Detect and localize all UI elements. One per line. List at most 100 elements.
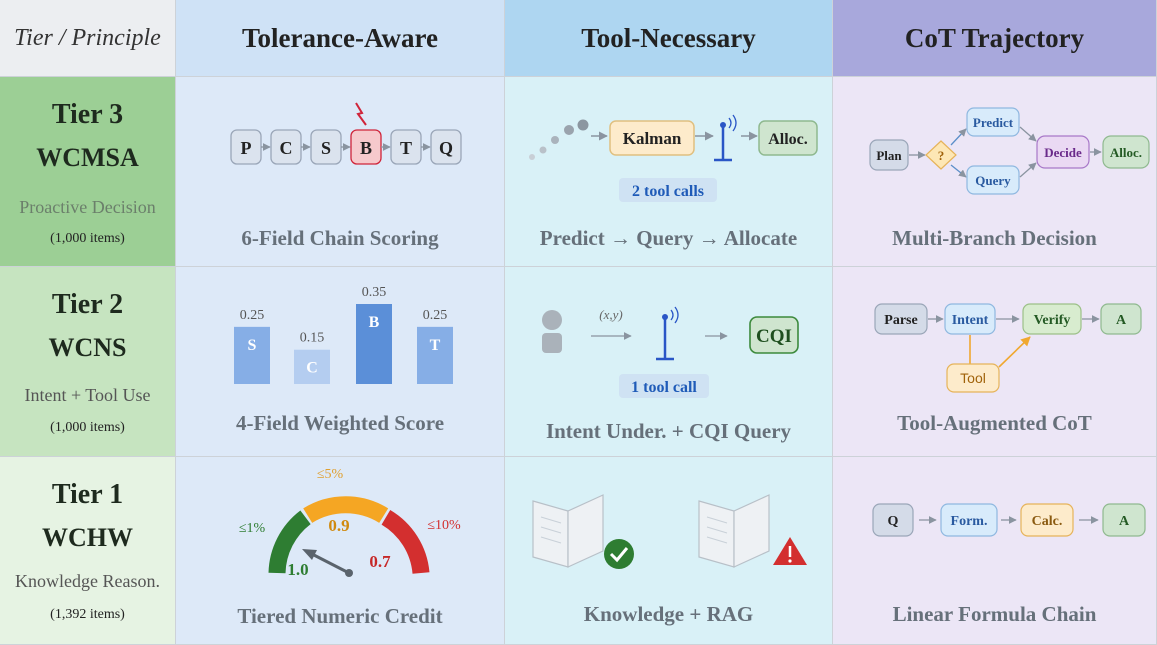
svg-text:Query: Query <box>975 173 1011 188</box>
tier2-label-cell: Tier 2 WCNS Intent + Tool Use (1,000 ite… <box>0 267 176 457</box>
linear-formula-diagram: Q Form. Calc. A <box>872 503 1146 537</box>
svg-text:A: A <box>1116 313 1127 328</box>
tiered-credit-gauge: ≤1% ≤5% ≤10% 1.0 0.9 0.7 <box>239 467 461 579</box>
weight-bar <box>356 304 392 384</box>
tool-augmented-cot-diagram: Parse Intent Verify A Tool <box>874 303 1142 393</box>
warning-triangle-icon <box>773 537 807 565</box>
tier2-tool-cell: (x,y) CQI 1 tool call Intent Under. + CQ… <box>505 267 833 457</box>
svg-text:Calc.: Calc. <box>1032 514 1063 529</box>
gauge-arcs <box>268 496 430 575</box>
tool-calls-badge <box>619 374 709 398</box>
band-tol-1: ≤1% <box>239 521 266 536</box>
weight-field-label: C <box>306 360 318 377</box>
tier2-cot-caption: Tool-Augmented CoT <box>897 411 1092 435</box>
tier3-cot-cell: Plan ? Predict Query Decide Alloc. Multi… <box>833 77 1157 267</box>
tier3-tolerance-caption: 6-Field Chain Scoring <box>241 226 439 250</box>
tier1-tool-cell: Knowledge + RAG <box>505 457 833 645</box>
intent-cqi-diagram: (x,y) CQI 1 tool call <box>542 306 799 398</box>
chain-field-label: P <box>241 138 252 158</box>
svg-text:Predict: Predict <box>973 115 1014 130</box>
tier1-items: (1,392 items) <box>50 607 125 622</box>
tool-calls-label: 2 tool calls <box>632 183 704 200</box>
header-tolerance-aware: Tolerance-Aware <box>176 0 505 77</box>
chain-field-label: S <box>321 138 331 158</box>
tier1-tool-caption: Knowledge + RAG <box>583 602 754 626</box>
tier2-abbr: WCNS <box>48 333 127 362</box>
svg-text:Parse: Parse <box>884 313 917 328</box>
tier3-abbr: WCMSA <box>36 143 139 172</box>
multi-branch-diagram: Plan ? Predict Query Decide Alloc. <box>869 107 1150 195</box>
kalman-label: Kalman <box>623 129 682 148</box>
weight-field-label: B <box>369 314 380 331</box>
tool-calls-badge <box>619 178 717 202</box>
tier2-cot-cell: Parse Intent Verify A Tool Tool-Augmente… <box>833 267 1157 457</box>
tier1-subtitle: Knowledge Reason. <box>15 571 160 591</box>
band-credit-1: 1.0 <box>287 560 308 579</box>
weight-bar <box>234 326 270 384</box>
header-tool-necessary: Tool-Necessary <box>505 0 833 77</box>
chain-field-label: Q <box>439 138 453 158</box>
tier1-cot-cell: Q Form. Calc. A Linear Formula Chain <box>833 457 1157 645</box>
alloc-box <box>758 120 818 156</box>
tier1-tolerance-cell: ≤1% ≤5% ≤10% 1.0 0.9 0.7 Tiered Numeric … <box>176 457 505 645</box>
alloc-label: Alloc. <box>768 131 808 148</box>
svg-text:?: ? <box>938 148 945 163</box>
band-tol-3: ≤10% <box>427 518 461 533</box>
trajectory-dots <box>529 119 589 160</box>
weight-field-label: S <box>248 337 257 354</box>
open-book-icon <box>532 494 604 568</box>
svg-text:Verify: Verify <box>1034 313 1071 328</box>
tier1-abbr: WCHW <box>42 523 133 552</box>
tier1-title: Tier 1 <box>51 479 124 510</box>
tier2-subtitle: Intent + Tool Use <box>24 385 151 405</box>
tier3-title: Tier 3 <box>51 99 124 130</box>
weight-bar <box>294 349 330 384</box>
svg-text:Tool: Tool <box>960 370 986 386</box>
weight-value-label: 0.15 <box>300 331 325 346</box>
svg-text:Form.: Form. <box>951 514 988 529</box>
tier3-label-cell: Tier 3 WCMSA Proactive Decision (1,000 i… <box>0 77 176 267</box>
tier1-cot-caption: Linear Formula Chain <box>892 602 1097 626</box>
svg-text:Alloc.: Alloc. <box>1110 145 1142 160</box>
svg-text:Plan: Plan <box>876 148 902 163</box>
svg-text:Decide: Decide <box>1044 145 1082 160</box>
gauge-band-green <box>268 510 311 574</box>
chain-field-box <box>430 129 462 165</box>
tier1-tolerance-caption: Tiered Numeric Credit <box>237 604 443 628</box>
weight-bar <box>417 326 453 384</box>
antenna-icon <box>656 306 679 361</box>
tier2-tolerance-caption: 4-Field Weighted Score <box>235 411 445 435</box>
weight-field-label: T <box>430 337 441 354</box>
band-tol-2: ≤5% <box>317 467 344 482</box>
weight-value-label: 0.25 <box>423 308 448 323</box>
check-circle-icon <box>604 539 634 569</box>
tool-calls-label: 1 tool call <box>631 379 697 396</box>
header-cot-trajectory: CoT Trajectory <box>833 0 1157 77</box>
chain-field-label: B <box>360 138 372 158</box>
weight-value-label: 0.25 <box>240 308 265 323</box>
tier3-items: (1,000 items) <box>50 231 125 246</box>
header-principle: Tier / Principle <box>0 0 176 77</box>
tier3-tool-caption: Predict → Query → Allocate <box>539 226 798 250</box>
tier2-tool-caption: Intent Under. + CQI Query <box>545 419 792 443</box>
decision-diamond <box>925 140 957 170</box>
chain-field-label: T <box>400 138 412 158</box>
svg-text:Intent: Intent <box>952 313 989 328</box>
tier3-cot-caption: Multi-Branch Decision <box>892 226 1097 250</box>
cqi-box <box>749 316 799 354</box>
antenna-icon <box>714 114 737 162</box>
gauge-band-red <box>381 509 430 575</box>
lightning-icon <box>355 102 367 126</box>
tier3-subtitle: Proactive Decision <box>19 197 156 217</box>
kalman-box <box>609 120 695 156</box>
open-book-icon <box>698 494 770 568</box>
gauge-needle <box>309 551 350 575</box>
user-icon <box>542 310 562 353</box>
cqi-label: CQI <box>756 326 792 347</box>
gauge-band-orange <box>303 496 389 523</box>
band-credit-3: 0.7 <box>369 552 391 571</box>
